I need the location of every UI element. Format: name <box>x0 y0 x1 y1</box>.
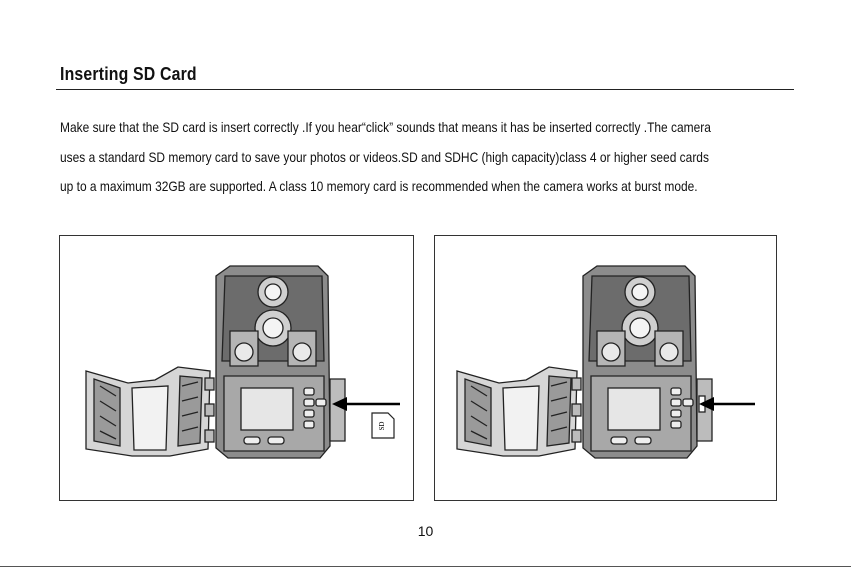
camera-illustration-right <box>456 265 755 459</box>
sd-card-label: SD <box>378 422 386 431</box>
title-divider <box>56 89 794 90</box>
insert-arrow-icon <box>699 397 755 411</box>
camera-buttons <box>610 387 694 445</box>
instructions-line-3: up to a maximum 32GB are supported. A cl… <box>60 179 698 194</box>
sd-card-slot <box>329 378 346 442</box>
instructions-line-2: uses a standard SD memory card to save y… <box>60 149 709 165</box>
instructions-paragraph: Make sure that the SD card is insert cor… <box>60 113 790 202</box>
door-hinges <box>571 377 582 443</box>
camera-illustration-left: SD <box>85 265 400 459</box>
camera-door-panel <box>85 366 211 457</box>
figure-sd-card-inserted <box>434 235 777 501</box>
door-hinges <box>204 377 215 443</box>
camera-buttons <box>243 387 327 445</box>
page-number: 10 <box>417 523 434 539</box>
sd-card-icon: SD <box>371 412 395 439</box>
camera-door-panel <box>456 366 578 457</box>
section-title: Inserting SD Card <box>60 64 197 84</box>
footer-divider <box>0 566 851 567</box>
instructions-line-1: Make sure that the SD card is insert cor… <box>60 120 711 135</box>
figure-sd-card-before-insert: SD <box>59 235 414 501</box>
camera-screen <box>607 387 661 431</box>
insert-arrow-icon <box>332 397 400 411</box>
camera-screen <box>240 387 294 431</box>
